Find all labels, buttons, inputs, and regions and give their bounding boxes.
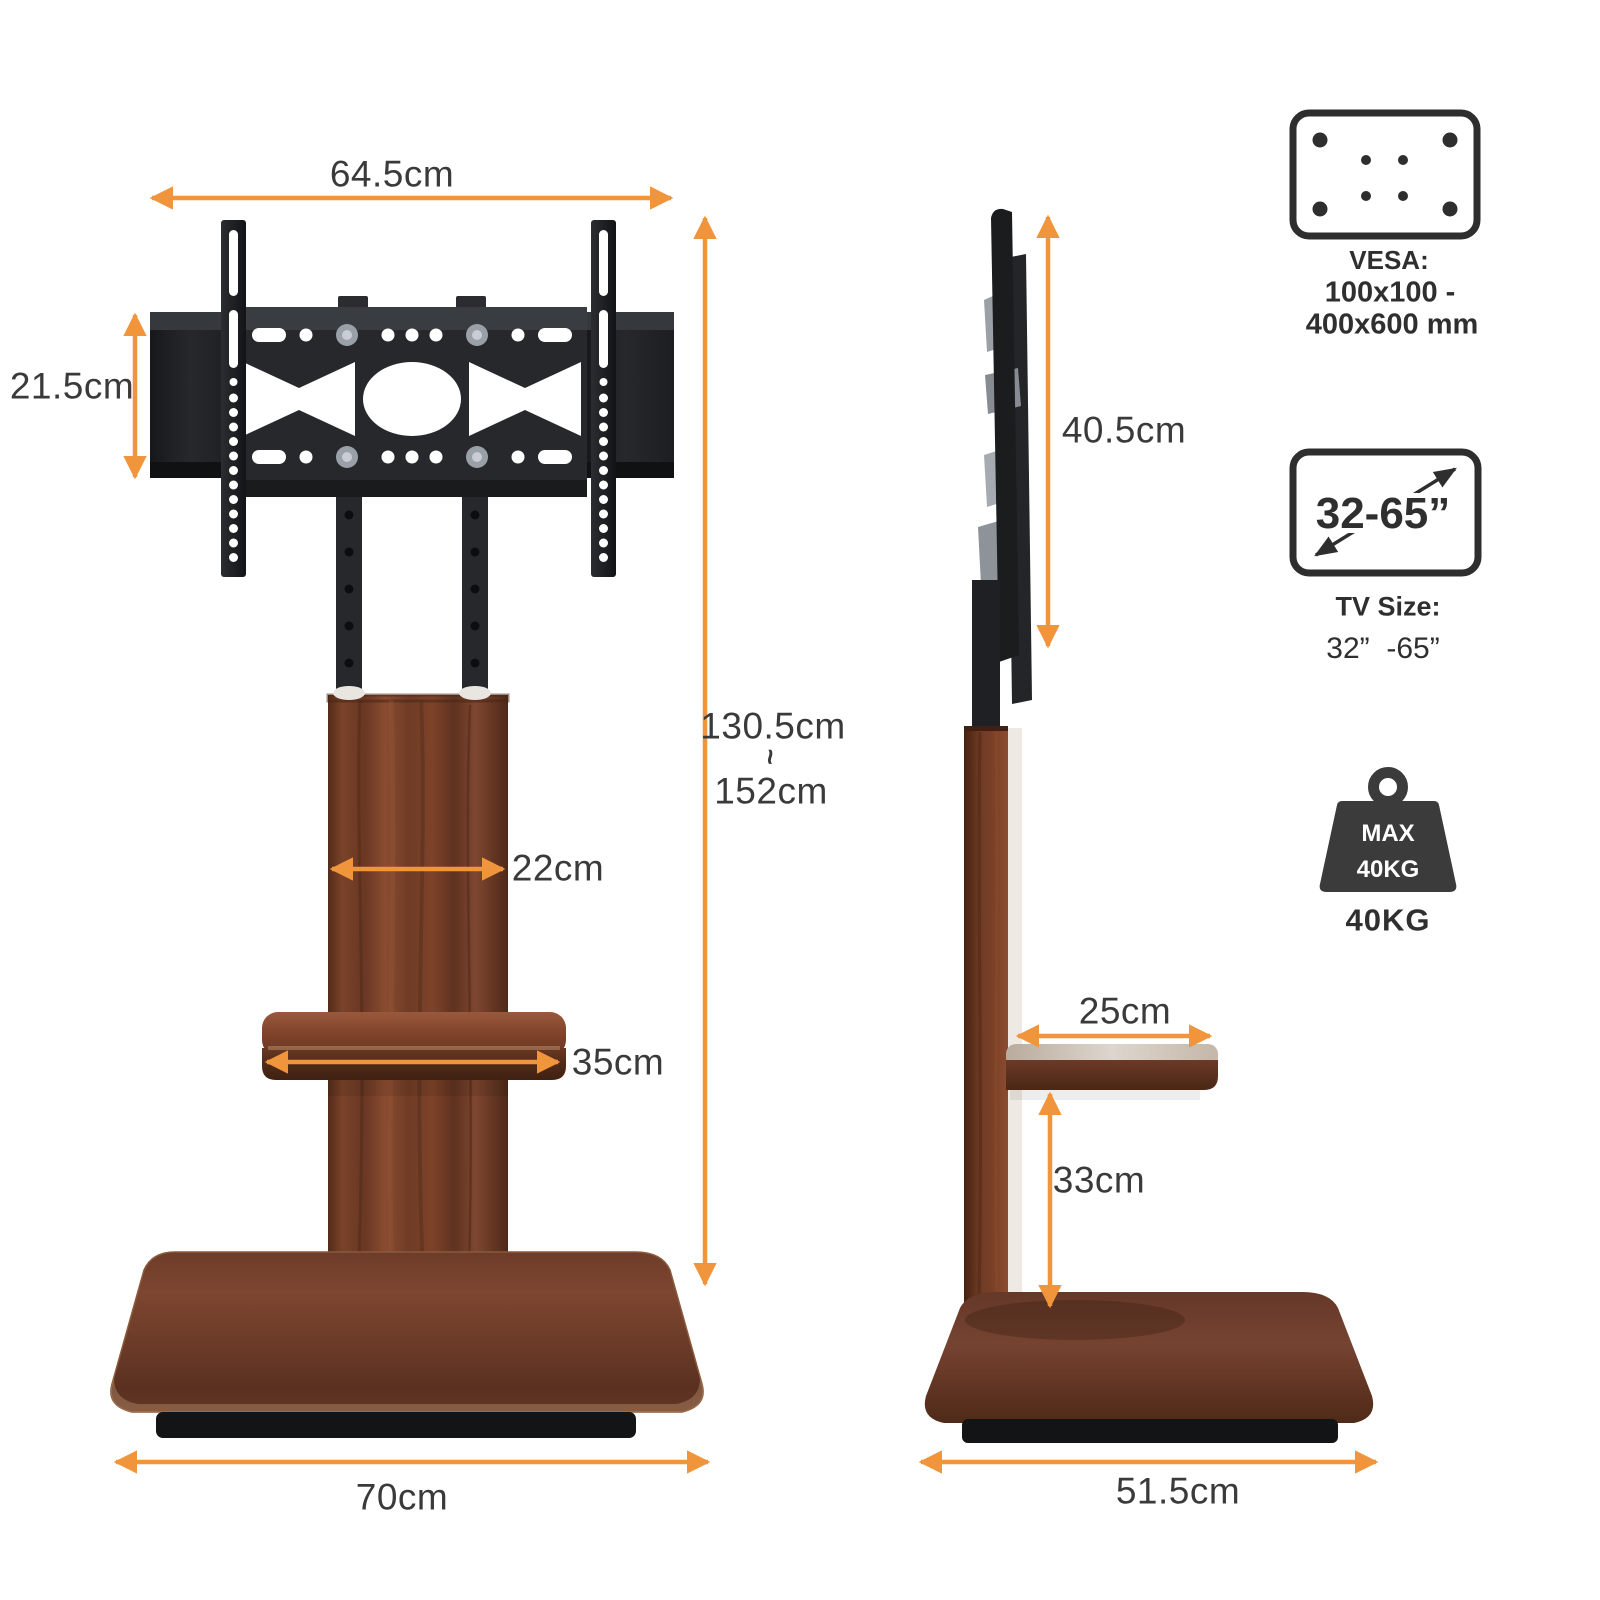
weight-icon-max-text: MAX bbox=[1361, 820, 1414, 847]
spec-icons: 32-65” MAX 40KG bbox=[1289, 109, 1482, 892]
front-column bbox=[326, 693, 510, 1302]
tv-size-icon: 32-65” bbox=[1289, 448, 1482, 577]
dim-label-shelf-depth: 25cm bbox=[1078, 990, 1172, 1032]
front-tv-rails bbox=[221, 220, 616, 577]
dim-label-shelf-width: 35cm bbox=[571, 1041, 665, 1083]
dim-label-mount-height: 40.5cm bbox=[1061, 409, 1187, 451]
side-view bbox=[924, 208, 1374, 1443]
side-tv-bracket bbox=[972, 208, 1032, 732]
vesa-range-line2: 400x600 mm bbox=[1305, 308, 1479, 341]
front-bracket-plate bbox=[237, 296, 587, 497]
vesa-title: VESA: bbox=[1349, 245, 1429, 275]
vesa-pattern-icon bbox=[1289, 109, 1481, 240]
bracket-screw-grommets bbox=[336, 324, 488, 468]
front-support-posts bbox=[333, 497, 491, 700]
max-load-label: 40KG bbox=[1345, 902, 1431, 938]
dimension-arrows bbox=[113, 186, 1379, 1474]
dim-label-base-width: 70cm bbox=[355, 1476, 449, 1518]
dim-label-bracket-width: 64.5cm bbox=[329, 153, 455, 195]
side-column bbox=[964, 726, 1022, 1305]
front-shelf bbox=[262, 1012, 566, 1096]
tv-size-title: TV Size: bbox=[1335, 591, 1441, 622]
dim-label-shelf-clearance: 33cm bbox=[1052, 1159, 1146, 1201]
dim-label-base-depth: 51.5cm bbox=[1115, 1470, 1241, 1512]
tv-size-range: 32” -65” bbox=[1326, 632, 1440, 665]
side-shelf bbox=[1006, 1044, 1218, 1100]
front-base bbox=[110, 1251, 704, 1438]
weight-icon-kg-text: 40KG bbox=[1357, 856, 1420, 883]
dim-label-bracket-height: 21.5cm bbox=[9, 365, 135, 407]
side-base bbox=[924, 1292, 1374, 1443]
front-view bbox=[110, 220, 704, 1438]
dim-label-height-separator: ~ bbox=[755, 748, 786, 766]
tv-size-badge: 32-65” bbox=[1316, 489, 1451, 538]
vesa-range-line1: 100x100 - bbox=[1324, 276, 1456, 309]
dim-label-height-min: 130.5cm bbox=[700, 705, 846, 747]
dim-label-column-width: 22cm bbox=[511, 847, 605, 889]
max-weight-icon: MAX 40KG bbox=[1319, 767, 1457, 892]
dim-label-height-max: 152cm bbox=[714, 770, 828, 812]
